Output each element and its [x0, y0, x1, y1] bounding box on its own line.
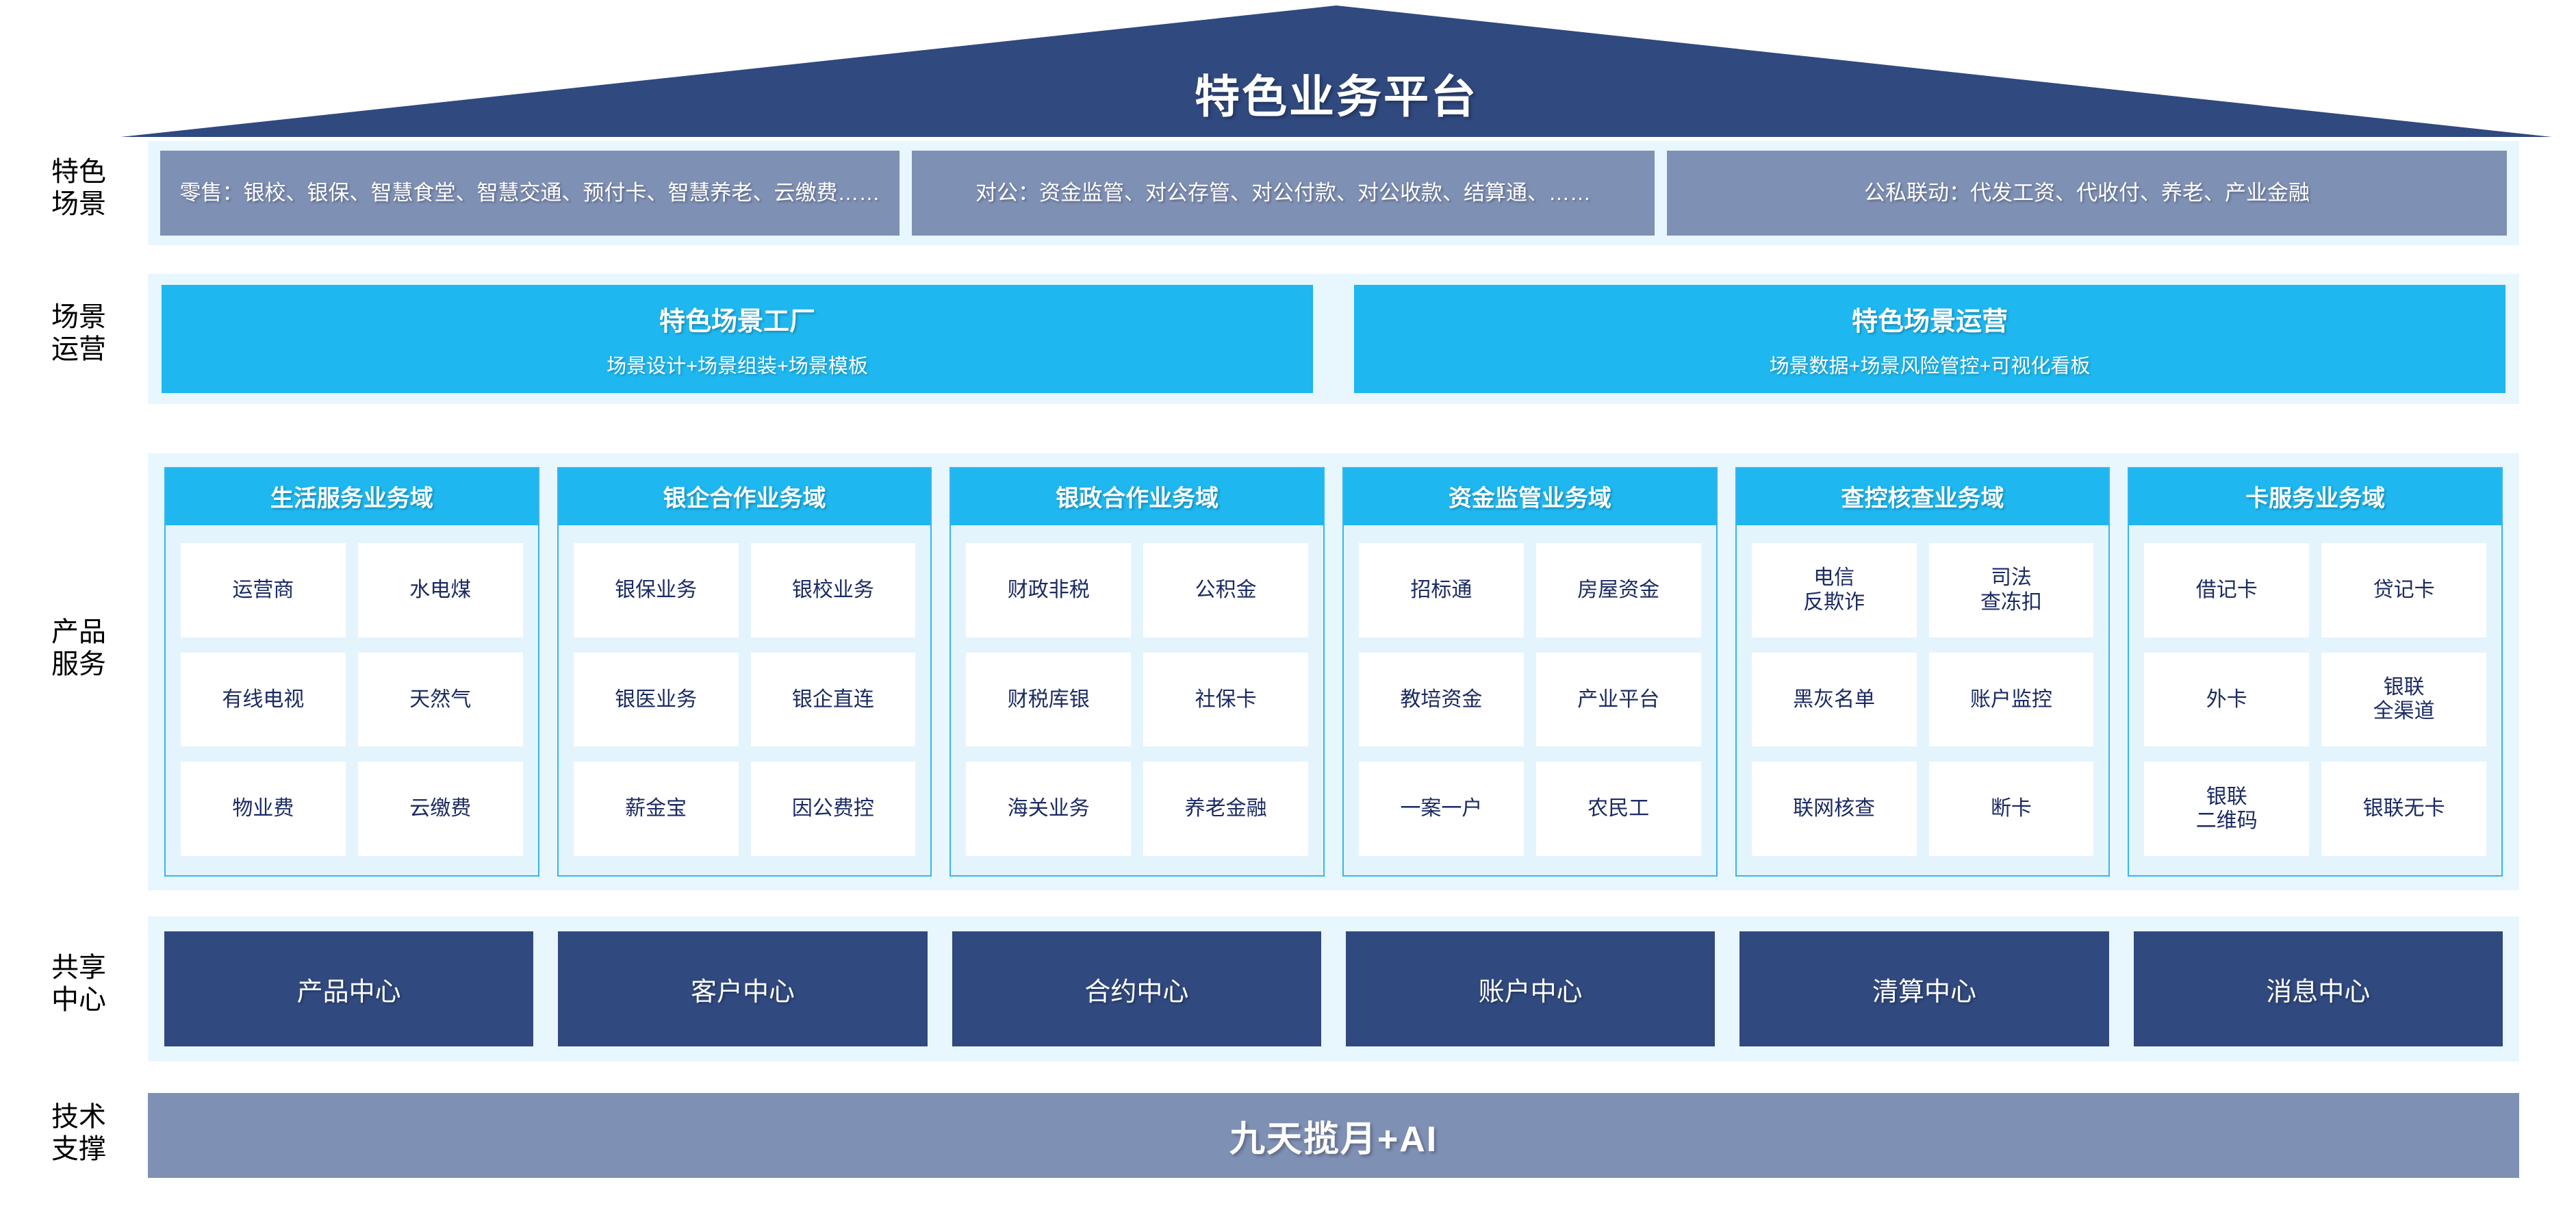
domain-item[interactable]: 借记卡 — [2144, 543, 2310, 638]
domain-item[interactable]: 外卡 — [2144, 652, 2310, 747]
row-label-shared-centers: 共享 中心 — [51, 953, 106, 1016]
ops-subtitle: 场景设计+场景组装+场景模板 — [607, 355, 868, 377]
domain-item[interactable]: 产业平台 — [1535, 652, 1701, 747]
ops-box-scenario-factory[interactable]: 特色场景工厂 场景设计+场景组装+场景模板 — [162, 285, 1313, 393]
shared-center-contract[interactable]: 合约中心 — [952, 931, 1321, 1046]
domain-item[interactable]: 银医业务 — [573, 652, 739, 747]
domain-item[interactable]: 有线电视 — [181, 652, 346, 747]
ops-title: 特色场景运营 — [1851, 307, 2008, 336]
domain-item[interactable]: 公积金 — [1143, 543, 1309, 638]
row-label-scenario-operations: 场景 运营 — [51, 302, 106, 365]
domain-item[interactable]: 电信 反欺诈 — [1751, 543, 1917, 638]
domain-item[interactable]: 断卡 — [1928, 762, 2094, 856]
domain-title: 银政合作业务域 — [951, 468, 1324, 525]
domain-item[interactable]: 天然气 — [357, 652, 523, 747]
domain-title: 查控核查业务域 — [1736, 468, 2109, 525]
shared-center-settlement[interactable]: 清算中心 — [1739, 931, 2109, 1046]
domain-item[interactable]: 房屋资金 — [1535, 543, 1701, 638]
domain-item[interactable]: 水电煤 — [357, 543, 523, 638]
domain-title: 银企合作业务域 — [558, 468, 931, 525]
domain-column-fund-supervision: 资金监管业务域 招标通 房屋资金 教培资金 产业平台 一案一户 农民工 — [1342, 467, 1718, 877]
row-label-product-services: 产品 服务 — [51, 617, 106, 680]
domain-item[interactable]: 招标通 — [1359, 543, 1524, 638]
platform-roof: 特色业务平台 — [120, 5, 2552, 137]
domain-item[interactable]: 物业费 — [181, 762, 346, 856]
domain-item-grid: 银保业务 银校业务 银医业务 银企直连 薪金宝 因公费控 — [559, 525, 931, 875]
domain-item[interactable]: 银校业务 — [750, 543, 916, 638]
domain-item[interactable]: 银联无卡 — [2321, 762, 2487, 856]
scenario-box-corporate[interactable]: 对公：资金监管、对公存管、对公付款、对公收款、结算通、…… — [912, 151, 1655, 236]
domain-item[interactable]: 运营商 — [181, 543, 346, 638]
scenario-box-public-private-linkage[interactable]: 公私联动：代发工资、代收付、养老、产业金融 — [1667, 151, 2507, 236]
ops-title: 特色场景工厂 — [659, 307, 815, 336]
domain-item[interactable]: 养老金融 — [1143, 762, 1309, 856]
shared-center-message[interactable]: 消息中心 — [2133, 931, 2503, 1046]
shared-center-customer[interactable]: 客户中心 — [558, 931, 928, 1046]
domain-item[interactable]: 财税库银 — [966, 652, 1132, 747]
domain-column-bank-government: 银政合作业务域 财政非税 公积金 财税库银 社保卡 海关业务 养老金融 — [949, 467, 1325, 877]
domain-title: 卡服务业务域 — [2129, 468, 2502, 525]
domain-item[interactable]: 账户监控 — [1928, 652, 2094, 747]
domain-item-grid: 借记卡 贷记卡 外卡 银联 全渠道 银联 二维码 银联无卡 — [2129, 525, 2501, 875]
tech-support-text: 九天揽月+AI — [1229, 1119, 1438, 1159]
domain-item[interactable]: 社保卡 — [1143, 652, 1309, 747]
ops-box-scenario-operations[interactable]: 特色场景运营 场景数据+场景风险管控+可视化看板 — [1354, 285, 2505, 393]
domain-item[interactable]: 银联 全渠道 — [2321, 652, 2487, 747]
ops-subtitle: 场景数据+场景风险管控+可视化看板 — [1769, 355, 2091, 377]
domain-item[interactable]: 贷记卡 — [2321, 543, 2487, 638]
domain-title: 生活服务业务域 — [166, 468, 538, 525]
domain-title: 资金监管业务域 — [1344, 468, 1716, 525]
shared-center-product[interactable]: 产品中心 — [164, 931, 534, 1046]
domain-item[interactable]: 联网核查 — [1751, 762, 1917, 856]
domain-item[interactable]: 海关业务 — [966, 762, 1132, 856]
product-services-band: 生活服务业务域 运营商 水电煤 有线电视 天然气 物业费 云缴费 银企合作业务域… — [148, 453, 2519, 890]
tech-support-band: 九天揽月+AI — [148, 1093, 2519, 1178]
domain-item[interactable]: 银企直连 — [750, 652, 916, 747]
row-label-scenarios: 特色 场景 — [51, 157, 106, 220]
scenarios-band: 零售：银校、银保、智慧食堂、智慧交通、预付卡、智慧养老、云缴费…… 对公：资金监… — [148, 141, 2519, 245]
scenario-box-retail[interactable]: 零售：银校、银保、智慧食堂、智慧交通、预付卡、智慧养老、云缴费…… — [160, 151, 900, 236]
domain-item[interactable]: 一案一户 — [1359, 762, 1524, 856]
domain-item[interactable]: 农民工 — [1535, 762, 1701, 856]
domain-column-life-services: 生活服务业务域 运营商 水电煤 有线电视 天然气 物业费 云缴费 — [164, 467, 539, 877]
domain-item[interactable]: 教培资金 — [1359, 652, 1524, 747]
domain-item-grid: 电信 反欺诈 司法 查冻扣 黑灰名单 账户监控 联网核查 断卡 — [1737, 525, 2109, 875]
domain-item[interactable]: 财政非税 — [966, 543, 1132, 638]
domain-item-grid: 运营商 水电煤 有线电视 天然气 物业费 云缴费 — [166, 525, 538, 875]
domain-item[interactable]: 银保业务 — [573, 543, 739, 638]
domain-item-grid: 财政非税 公积金 财税库银 社保卡 海关业务 养老金融 — [951, 525, 1323, 875]
shared-center-account[interactable]: 账户中心 — [1345, 931, 1716, 1046]
domain-item[interactable]: 黑灰名单 — [1751, 652, 1917, 747]
domain-item[interactable]: 薪金宝 — [573, 762, 739, 856]
scenario-operations-band: 特色场景工厂 场景设计+场景组装+场景模板 特色场景运营 场景数据+场景风险管控… — [148, 274, 2519, 404]
page-title: 特色业务平台 — [1195, 71, 1478, 122]
domain-item[interactable]: 因公费控 — [750, 762, 916, 856]
domain-item[interactable]: 云缴费 — [357, 762, 523, 856]
domain-item[interactable]: 银联 二维码 — [2144, 762, 2310, 856]
domain-column-bank-enterprise: 银企合作业务域 银保业务 银校业务 银医业务 银企直连 薪金宝 因公费控 — [557, 467, 932, 877]
domain-item[interactable]: 司法 查冻扣 — [1928, 543, 2094, 638]
row-label-tech-support: 技术 支撑 — [51, 1102, 106, 1165]
domain-column-investigation-control: 查控核查业务域 电信 反欺诈 司法 查冻扣 黑灰名单 账户监控 联网核查 断卡 — [1735, 467, 2110, 877]
domain-column-card-services: 卡服务业务域 借记卡 贷记卡 外卡 银联 全渠道 银联 二维码 银联无卡 — [2128, 467, 2503, 877]
domain-item-grid: 招标通 房屋资金 教培资金 产业平台 一案一户 农民工 — [1344, 525, 1716, 875]
shared-centers-band: 产品中心 客户中心 合约中心 账户中心 清算中心 消息中心 — [148, 916, 2519, 1061]
